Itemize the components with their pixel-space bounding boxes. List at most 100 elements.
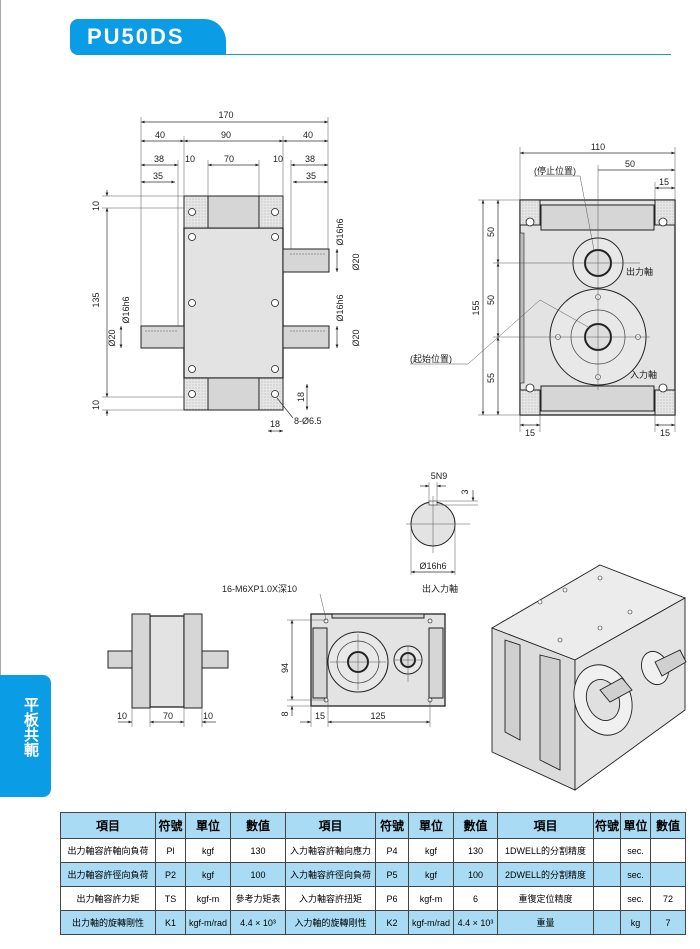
cell-symbol xyxy=(593,838,621,863)
dim-10-right: 10 xyxy=(273,154,283,164)
cell-item: 出力軸容許軸向負荷 xyxy=(60,838,156,863)
header-symbol: 符號 xyxy=(375,812,409,839)
dim-170: 170 xyxy=(218,110,233,120)
cell-symbol: K1 xyxy=(155,910,186,935)
output-shaft-label: 出力軸 xyxy=(626,266,653,277)
cell-unit: kgf xyxy=(185,862,231,887)
cell-unit: kgf-m xyxy=(408,886,454,911)
cell-unit: kgf-m/rad xyxy=(185,910,231,935)
cell-value: 130 xyxy=(230,838,286,863)
cell-symbol: K2 xyxy=(375,910,409,935)
cell-unit: sec. xyxy=(620,862,651,887)
mounting-holes-label: 8-Ø6.5 xyxy=(294,416,322,426)
header-symbol: 符號 xyxy=(155,812,186,839)
shaft-od-lower-right: Ø20 xyxy=(351,329,361,346)
cell-value: 參考力矩表 xyxy=(230,886,286,911)
dim-94: 94 xyxy=(280,663,290,673)
cell-item: 出力軸容許徑向負荷 xyxy=(60,862,156,887)
dim-18-vertical: 18 xyxy=(296,392,306,402)
dim-15-bottom-left: 15 xyxy=(525,428,535,438)
header-symbol: 符號 xyxy=(593,812,621,839)
dim-135: 135 xyxy=(91,292,101,307)
cell-value: 6 xyxy=(453,886,498,911)
cell-symbol: P6 xyxy=(375,886,409,911)
page-edge-line xyxy=(0,0,1,676)
key-width-label: 5N9 xyxy=(431,471,448,481)
dim-35-right: 35 xyxy=(306,171,316,181)
cell-value: 4.4 × 10³ xyxy=(230,910,286,935)
shaft-section-title: 出入力軸 xyxy=(422,583,458,594)
shaft-diameter-label: Ø16h6 xyxy=(419,561,446,571)
header-unit: 單位 xyxy=(185,812,231,839)
cell-unit: sec. xyxy=(620,886,651,911)
cell-value xyxy=(650,838,686,863)
shaft-od-upper: Ø20 xyxy=(351,253,361,270)
shaft-od-left: Ø20 xyxy=(107,329,117,346)
cell-unit: kgf-m xyxy=(185,886,231,911)
dim-50-middle: 50 xyxy=(486,295,496,305)
cell-symbol: TS xyxy=(155,886,186,911)
cell-item: 入力軸容許扭矩 xyxy=(285,886,376,911)
key-depth-label: 3 xyxy=(460,489,470,494)
shaft-section-drawing: 5N9 3 Ø16h6 出入力軸 xyxy=(406,471,478,594)
cell-value: 7 xyxy=(650,910,686,935)
dim-15: 15 xyxy=(315,711,325,721)
cell-item: 入力軸的旋轉剛性 xyxy=(285,910,376,935)
dim-55: 55 xyxy=(486,373,496,383)
cell-value xyxy=(650,862,686,887)
cell-item: 重量 xyxy=(497,910,594,935)
dim-15-top: 15 xyxy=(659,177,669,187)
cell-symbol xyxy=(593,886,621,911)
specification-table: 項目 符號 單位 數值 項目 符號 單位 數值 項目 符號 單位 數值 出力軸容… xyxy=(60,812,686,935)
dim-155: 155 xyxy=(471,300,481,315)
dim-70: 70 xyxy=(224,154,234,164)
cell-unit: kgf xyxy=(185,838,231,863)
side-category-tab: 平板共軛 xyxy=(0,675,51,797)
cell-item: 入力軸容許軸向應力 xyxy=(285,838,376,863)
dim-90: 90 xyxy=(221,130,231,140)
cell-item: 出力軸的旋轉剛性 xyxy=(60,910,156,935)
dim-70: 70 xyxy=(163,711,173,721)
dim-8: 8 xyxy=(280,711,290,716)
table-header-row: 項目 符號 單位 數值 項目 符號 單位 數值 項目 符號 單位 數值 xyxy=(60,812,686,839)
cell-symbol: P2 xyxy=(155,862,186,887)
tapped-holes-label: 16-M6XP1.0X深10 xyxy=(222,584,297,594)
cell-unit: kgf-m/rad xyxy=(408,910,454,935)
header-value: 數值 xyxy=(650,812,686,839)
dim-38-left: 38 xyxy=(154,154,164,164)
cell-symbol: Pl xyxy=(155,838,186,863)
shaft-dia-lower-right: Ø16h6 xyxy=(335,294,345,321)
cell-value: 130 xyxy=(453,838,498,863)
cell-value: 4.4 × 10³ xyxy=(453,910,498,935)
dim-40-left: 40 xyxy=(155,130,165,140)
front-view-drawing: 16-M6XP1.0X深10 94 8 15 125 xyxy=(222,584,446,727)
header-value: 數值 xyxy=(230,812,286,839)
cell-unit: kgf xyxy=(408,838,454,863)
title-underline xyxy=(226,54,671,55)
model-title: PU50DS xyxy=(70,19,226,55)
cell-symbol: P4 xyxy=(375,838,409,863)
dim-50-upper: 50 xyxy=(486,227,496,237)
dim-10-left: 10 xyxy=(185,154,195,164)
input-shaft-label: 入力軸 xyxy=(630,369,657,380)
cell-value: 100 xyxy=(230,862,286,887)
cell-unit: sec. xyxy=(620,838,651,863)
dim-18-horizontal: 18 xyxy=(270,419,280,429)
cell-item: 1DWELL的分割精度 xyxy=(497,838,594,863)
isometric-view-drawing xyxy=(490,564,687,791)
cell-symbol xyxy=(593,862,621,887)
dim-35-left: 35 xyxy=(153,171,163,181)
header-unit: 單位 xyxy=(408,812,454,839)
dim-50-horizontal: 50 xyxy=(625,159,635,169)
dim-15-bottom-right: 15 xyxy=(660,428,670,438)
start-position-label: (起始位置) xyxy=(410,353,452,364)
shaft-dia-left: Ø16h6 xyxy=(121,296,131,323)
cell-symbol: P5 xyxy=(375,862,409,887)
cell-value: 100 xyxy=(453,862,498,887)
header-item: 項目 xyxy=(497,812,594,839)
dim-10-right: 10 xyxy=(203,711,213,721)
